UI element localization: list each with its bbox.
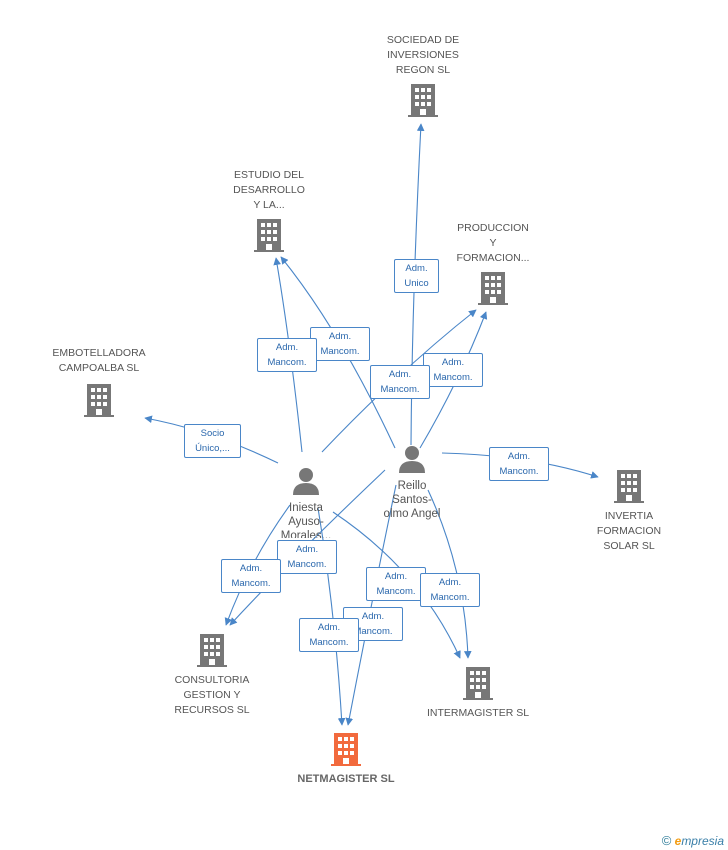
relation-label[interactable]: Socio Único,...: [184, 424, 241, 458]
building-icon: [254, 219, 284, 252]
person-reillo[interactable]: Reillo Santos- olmo Angel: [372, 444, 452, 521]
company-embotelladora-campoalba[interactable]: EMBOTELLADORA CAMPOALBA SL: [44, 346, 154, 423]
building-icon: [84, 384, 114, 417]
edge-reillo-netmagister: [345, 484, 397, 726]
edge-reillo-intermagister: [427, 489, 472, 659]
person-iniesta[interactable]: Iniesta Ayuso- Morales...: [266, 466, 346, 538]
relation-label[interactable]: Adm. Mancom.: [420, 573, 480, 607]
relation-label[interactable]: Adm. Mancom.: [221, 559, 281, 593]
company-produccion-y-formacion[interactable]: PRODUCCION Y FORMACION...: [438, 221, 548, 311]
building-icon: [614, 470, 644, 503]
building-icon: [331, 733, 361, 766]
building-icon: [408, 84, 438, 117]
company-intermagister[interactable]: INTERMAGISTER SL: [418, 665, 538, 721]
relation-label[interactable]: Adm. Mancom.: [277, 540, 337, 574]
company-consultoria-gestion-y-recursos[interactable]: CONSULTORIA GESTION Y RECURSOS SL: [157, 632, 267, 718]
relation-label[interactable]: Adm. Mancom.: [370, 365, 430, 399]
building-icon: [197, 634, 227, 667]
relation-label[interactable]: Adm. Mancom.: [310, 327, 370, 361]
company-sociedad-inversiones-regon[interactable]: SOCIEDAD DE INVERSIONES REGON SL: [368, 33, 478, 123]
copyright-symbol: ©: [661, 833, 672, 848]
relation-label[interactable]: Adm. Unico: [394, 259, 439, 293]
relation-label[interactable]: Adm. Mancom.: [299, 618, 359, 652]
building-icon: [478, 272, 508, 305]
person-icon: [293, 468, 319, 495]
building-icon: [463, 667, 493, 700]
person-icon: [399, 446, 425, 473]
company-estudio-del-desarrollo[interactable]: ESTUDIO DEL DESARROLLO Y LA...: [214, 168, 324, 258]
relation-label[interactable]: Adm. Mancom.: [489, 447, 549, 481]
relation-label[interactable]: Adm. Mancom.: [257, 338, 317, 372]
company-invertia-formacion-solar[interactable]: INVERTIA FORMACION SOLAR SL: [574, 468, 684, 554]
company-netmagister-focus[interactable]: NETMAGISTER SL: [286, 731, 406, 787]
empresia-watermark: © empresia: [662, 833, 724, 848]
relation-label[interactable]: Adm. Mancom.: [366, 567, 426, 601]
relation-label[interactable]: Adm. Mancom.: [423, 353, 483, 387]
brand-name: empresia: [674, 834, 724, 848]
edge-iniesta-netmagister: [317, 507, 346, 726]
